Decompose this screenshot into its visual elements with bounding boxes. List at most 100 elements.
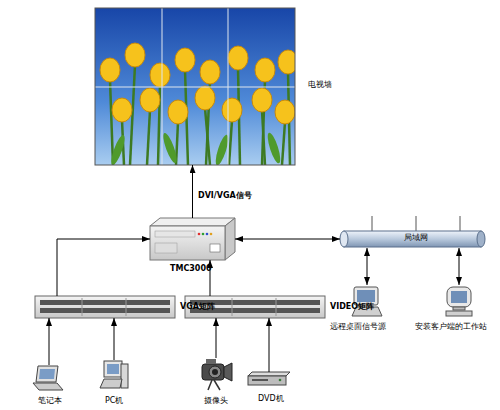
node-label: VIDEO矩阵 (330, 302, 374, 312)
remote-computer-icon (352, 287, 382, 316)
tmc3000-device-part (206, 233, 209, 236)
vga-matrix-device-part (40, 300, 170, 305)
tulip-flowers-part (175, 48, 195, 72)
workstation-icon-part (453, 307, 465, 310)
camera-icon-part (224, 363, 232, 381)
workstation-icon-part (446, 311, 472, 316)
lan-pipe-part (477, 231, 485, 247)
node-label: VGA矩阵 (180, 302, 215, 312)
tulip-flowers-part (168, 100, 188, 124)
lan-pipe (340, 216, 485, 247)
tulip-flowers-part (150, 63, 170, 87)
tulip-flowers-part (252, 88, 272, 112)
tulip-stems-part (205, 108, 210, 165)
lan-bus: 局域网 (340, 230, 485, 248)
signal-connector (235, 239, 340, 240)
tmc3000-device-part (210, 233, 213, 236)
pc-icon-part (107, 364, 119, 374)
laptop-icon (33, 366, 63, 390)
signal-connector (192, 165, 193, 218)
tv-wall-picture-part (95, 8, 295, 165)
tulip-leaves-part (161, 132, 179, 165)
dvd-player: DVD机 (248, 372, 290, 386)
node-label: 电视墙 (308, 80, 332, 90)
tulip-stems-part (262, 110, 265, 165)
camera-icon-part (214, 380, 220, 390)
dvd-player-icon-part (252, 379, 268, 381)
tulip-flowers-part (140, 88, 160, 112)
screen-seams-part (95, 87, 295, 88)
lan-pipe-part (344, 231, 481, 247)
tulip-flowers (100, 43, 295, 124)
dvd-player-icon (248, 372, 290, 385)
tulip-flowers-part (195, 86, 215, 110)
vga-matrix-device-part (40, 308, 170, 313)
camera-icon-part (208, 380, 212, 390)
tv-wall-picture (95, 8, 295, 165)
tmc3000-device-part (150, 226, 225, 260)
tmc3000-controller: TMC3000 (150, 218, 235, 260)
vga-matrix-device-part (126, 298, 127, 316)
tulip-flowers-part (100, 58, 120, 82)
video-matrix: VIDEO矩阵 (185, 296, 325, 318)
tulip-flowers-part (125, 43, 145, 67)
node-label: 远程桌面信号源 (330, 322, 386, 332)
tulip-flowers-part (275, 100, 295, 124)
node-label: TMC3000 (170, 264, 212, 274)
tulip-stems-part (110, 80, 113, 165)
tulip-flowers-part (278, 50, 295, 74)
tmc3000-device-part (225, 218, 235, 260)
pc-icon (100, 361, 128, 388)
camera-icon-part (206, 359, 216, 364)
dvd-player-icon-part (248, 372, 290, 376)
lan-pipe-part (416, 216, 417, 231)
signal-connector (367, 248, 368, 285)
tulip-leaves-part (109, 134, 127, 165)
tulip-stems-part (282, 122, 285, 165)
vga-matrix-device-part (82, 298, 83, 316)
screen-seams (95, 8, 295, 165)
node-label: 安装客户端的工作站 (415, 322, 487, 332)
pc-icon-part (100, 379, 122, 388)
video-matrix-device-part (232, 298, 233, 316)
signal-connector (459, 248, 460, 285)
tv-wall: 电视墙 (95, 8, 295, 165)
workstation-icon (446, 287, 472, 316)
lan-pipe-part (340, 231, 348, 247)
camera: 摄像头 (200, 358, 232, 390)
tulip-stems-part (229, 120, 232, 165)
tulip-flowers-part (222, 98, 242, 122)
dvd-player-icon-part (248, 376, 286, 385)
tmc3000-device-part (155, 231, 195, 237)
tulip-flowers-part (228, 46, 248, 70)
tmc3000-device-part (150, 218, 235, 226)
signal-connector (210, 260, 211, 296)
remote-desktop-pc: 远程桌面信号源 (352, 285, 382, 317)
signal-connector (114, 318, 115, 360)
camera-icon (202, 359, 232, 390)
signal-connector (57, 239, 150, 296)
dvd-player-icon-part (279, 379, 282, 382)
remote-computer-icon-part (357, 290, 375, 302)
laptop-icon-part (36, 366, 58, 382)
node-label: 局域网 (404, 233, 428, 243)
tulip-flowers-part (112, 98, 132, 122)
signal-connector (216, 318, 217, 358)
vga-matrix: VGA矩阵 (35, 296, 175, 318)
lan-pipe-part (372, 216, 373, 231)
tulip-leaves (109, 132, 283, 165)
tulip-flowers-part (255, 58, 275, 82)
node-label: DVD机 (258, 394, 284, 404)
laptop-icon-part (39, 369, 55, 379)
tmc3000-device-part (198, 233, 201, 236)
tulip-leaves-part (265, 132, 282, 165)
tmc3000-device (150, 218, 235, 260)
pc-icon-part (121, 364, 128, 388)
laptop-icon-part (33, 383, 63, 390)
node-label: PC机 (105, 396, 123, 406)
pc: PC机 (100, 360, 128, 390)
camera-icon-part (202, 364, 224, 380)
